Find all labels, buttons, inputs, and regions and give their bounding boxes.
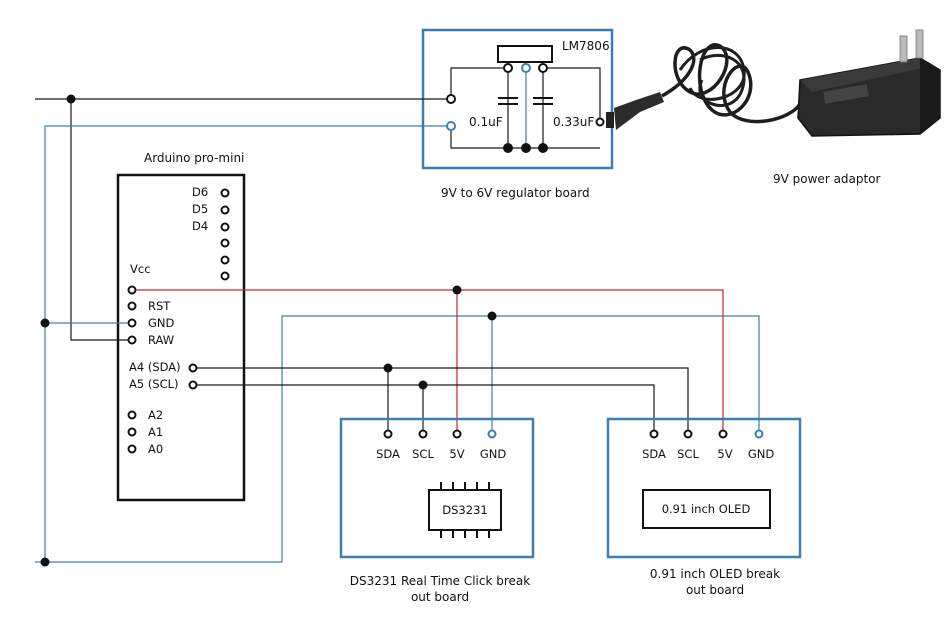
rtc-pin-5v — [452, 429, 462, 439]
rtc-caption-line2: out board — [411, 590, 469, 604]
ds3231-ic-legs — [440, 482, 490, 538]
rtc-pin-scl — [418, 429, 428, 439]
pin-label-d5: D5 — [192, 202, 208, 216]
pin-label-a5: A5 (SCL) — [129, 377, 179, 391]
rtc-label-sda: SDA — [376, 447, 400, 461]
wire-gnd-bus — [44, 125, 760, 563]
pin-label-vcc: Vcc — [130, 262, 151, 276]
pin-label-a2: A2 — [148, 408, 163, 422]
arduino-title: Arduino pro-mini — [144, 151, 244, 165]
regulator-out-pin — [538, 63, 548, 73]
rtc-label-5v: 5V — [449, 447, 464, 461]
pin-rst — [127, 301, 137, 311]
pin-label-d4: D4 — [192, 219, 208, 233]
oled-pin-sda — [649, 429, 659, 439]
wire-scl — [197, 384, 655, 430]
rtc-pin-sda — [383, 429, 393, 439]
pin-unlabeled-3 — [220, 271, 230, 281]
wire-raw — [70, 99, 128, 341]
oled-board: SDA SCL 5V GND 0.91 inch OLED 0.91 inch … — [606, 417, 802, 597]
pin-label-d6: D6 — [192, 185, 208, 199]
oled-pin-5v — [718, 429, 728, 439]
lm7806-label: LM7806 — [562, 39, 610, 53]
wire-sda — [197, 367, 689, 430]
adaptor-prong-2 — [915, 29, 924, 59]
coiled-cable — [661, 43, 802, 124]
pin-d5 — [220, 205, 230, 215]
pin-unlabeled-1 — [220, 238, 230, 248]
power-adaptor: 9V power adaptor — [606, 29, 941, 186]
rtc-board-outline — [339, 417, 535, 559]
pin-a1 — [127, 427, 137, 437]
oled-pin-gnd — [754, 429, 764, 439]
arduino-pro-mini: Arduino pro-mini D6 D5 D4 Vcc RST GND RA… — [116, 151, 246, 502]
pin-d6 — [220, 188, 230, 198]
regulator-caption: 9V to 6V regulator board — [441, 186, 590, 200]
pin-a4 — [188, 363, 198, 373]
pin-unlabeled-2 — [220, 255, 230, 265]
pin-vcc — [127, 285, 137, 295]
regulator-jack-terminal — [595, 117, 605, 127]
pin-label-a0: A0 — [148, 442, 163, 456]
barrel-plug-tip — [606, 112, 614, 128]
ds3231-label: DS3231 — [442, 503, 487, 517]
rtc-label-scl: SCL — [412, 447, 434, 461]
barrel-plug-body — [614, 92, 664, 130]
oled-screen-label: 0.91 inch OLED — [662, 502, 751, 516]
oled-label-scl: SCL — [677, 447, 699, 461]
pin-label-gnd: GND — [148, 316, 175, 330]
rtc-label-gnd: GND — [480, 447, 507, 461]
arduino-board-outline — [116, 173, 246, 502]
wires — [35, 94, 760, 567]
cap1-label: 0.1uF — [469, 115, 503, 129]
adaptor-prong-1 — [899, 35, 908, 63]
pin-a2 — [127, 410, 137, 420]
rtc-board: SDA SCL 5V GND DS3231 DS3231 Real Time C… — [339, 417, 535, 604]
pin-label-raw: RAW — [148, 333, 174, 347]
oled-label-5v: 5V — [717, 447, 732, 461]
pin-a5 — [188, 380, 198, 390]
adaptor-caption: 9V power adaptor — [773, 172, 881, 186]
oled-label-sda: SDA — [642, 447, 666, 461]
regulator-board: LM7806 0.1uF 0.33uF 9V to 6V regulator b… — [421, 28, 614, 200]
pin-label-rst: RST — [148, 299, 171, 313]
oled-caption-line1: 0.91 inch OLED break — [650, 567, 780, 581]
pin-d4 — [220, 222, 230, 232]
wire-vcc — [136, 289, 724, 430]
rtc-pin-gnd — [487, 429, 497, 439]
pin-a0 — [127, 444, 137, 454]
oled-screen — [642, 489, 771, 529]
pin-label-a1: A1 — [148, 425, 163, 439]
regulator-6v-terminal — [446, 94, 456, 104]
rtc-caption-line1: DS3231 Real Time Click break — [350, 574, 531, 588]
oled-label-gnd: GND — [748, 447, 775, 461]
oled-pin-scl — [683, 429, 693, 439]
oled-board-outline — [606, 417, 802, 559]
regulator-in-pin — [503, 63, 513, 73]
pin-gnd — [127, 318, 137, 328]
regulator-gnd-terminal — [446, 121, 456, 131]
regulator-gnd-pin — [521, 63, 531, 73]
lm7806-chip — [497, 45, 553, 63]
pin-raw — [127, 335, 137, 345]
pin-label-a4: A4 (SDA) — [129, 360, 181, 374]
cap2-label: 0.33uF — [553, 115, 594, 129]
ds3231-ic — [428, 489, 502, 531]
oled-caption-line2: out board — [686, 583, 744, 597]
